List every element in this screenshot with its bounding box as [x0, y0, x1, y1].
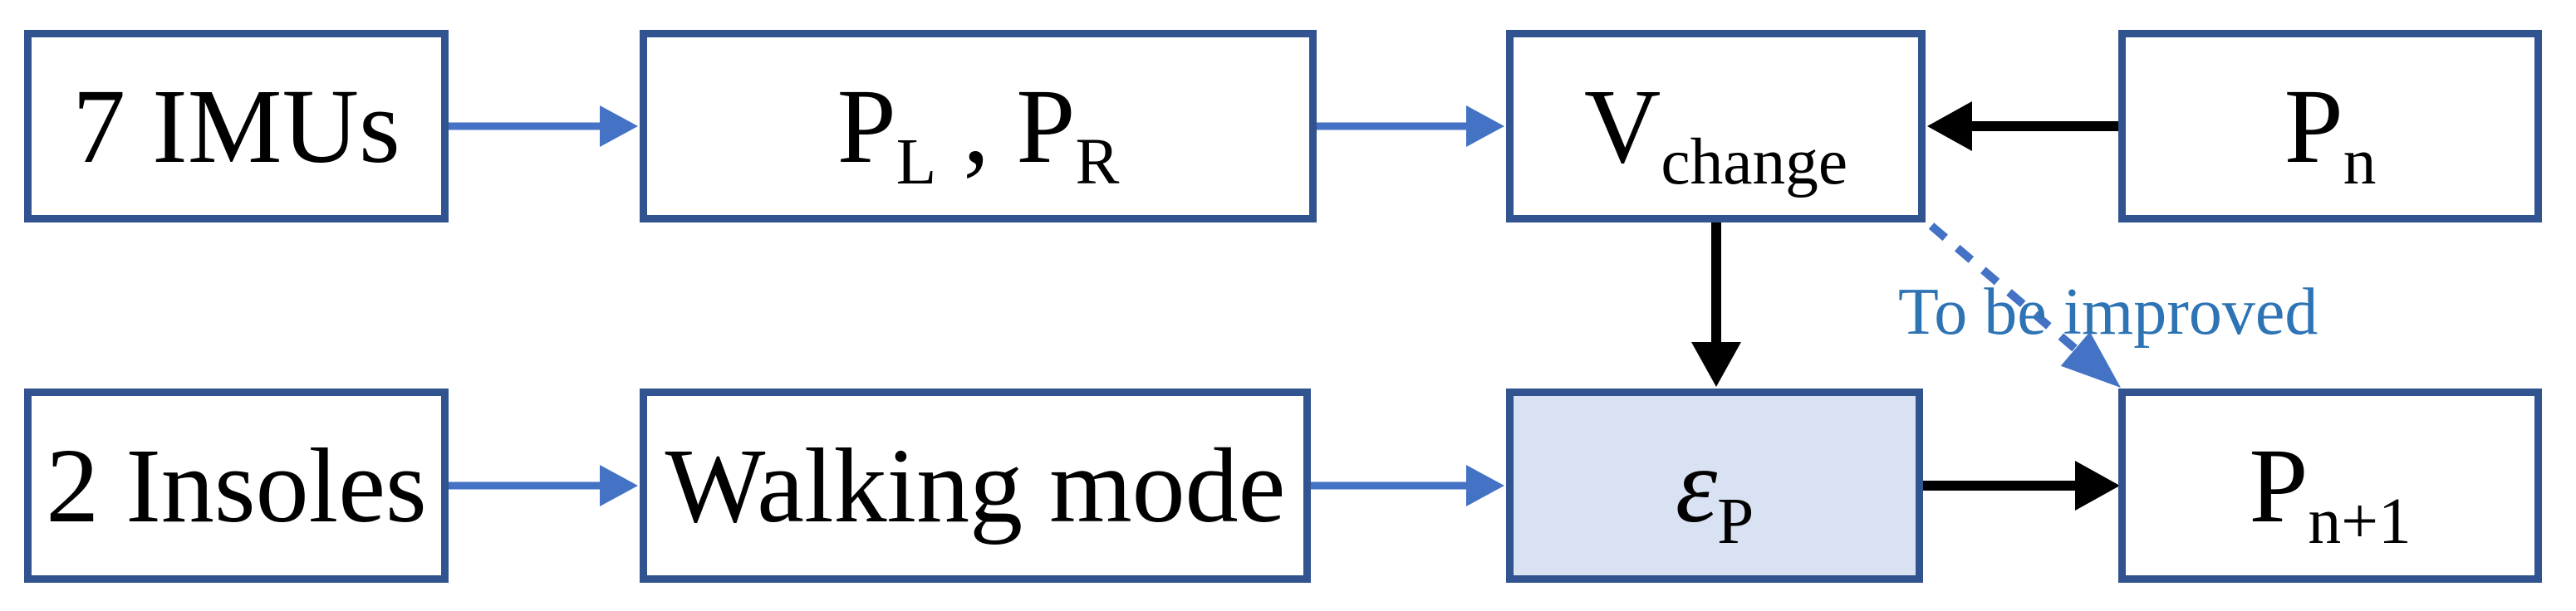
arrow-walking-to-ep — [1311, 465, 1504, 506]
box-pl-pr-label: PL , PR — [837, 73, 1120, 195]
box-v-change: Vchange — [1506, 30, 1926, 222]
arrow-pn-to-vchange — [1927, 101, 2120, 151]
arrow-plpr-to-vchange — [1317, 105, 1504, 147]
label-main: P — [2249, 427, 2309, 545]
box-p-n: Pn — [2118, 30, 2542, 222]
label-subscript: L — [895, 125, 937, 199]
box-v-change-label: Vchange — [1584, 73, 1847, 195]
box-walking-mode-label: Walking mode — [665, 427, 1286, 545]
box-epsilon-p: εP — [1506, 389, 1923, 583]
label-main: , — [936, 67, 1017, 185]
box-pl-pr: PL , PR — [640, 30, 1317, 222]
box-p-n-label: Pn — [2284, 73, 2377, 195]
label-subscript: P — [1717, 485, 1754, 559]
box-2-insoles: 2 Insoles — [24, 389, 449, 583]
arrow-insoles-to-walking — [449, 465, 638, 506]
box-walking-mode: Walking mode — [640, 389, 1311, 583]
arrow-imus-to-plpr — [449, 105, 638, 147]
label-subscript: change — [1661, 125, 1848, 199]
arrow-ep-to-pn1 — [1921, 461, 2120, 511]
arrow-vchange-to-ep — [1691, 221, 1741, 387]
box-7-imus: 7 IMUs — [24, 30, 449, 222]
label-subscript: R — [1075, 125, 1120, 199]
box-p-n-plus-1-label: Pn+1 — [2249, 433, 2411, 555]
label-subscript: n+1 — [2308, 485, 2412, 559]
label-subscript: n — [2343, 125, 2377, 199]
label-main: P — [1016, 67, 1076, 185]
label-main: P — [837, 67, 896, 185]
box-7-imus-label: 7 IMUs — [72, 67, 400, 185]
label-main: V — [1583, 67, 1661, 185]
box-epsilon-p-label: εP — [1676, 433, 1754, 555]
label-main: ε — [1675, 427, 1718, 545]
box-p-n-plus-1: Pn+1 — [2118, 389, 2542, 583]
annotation-to-be-improved: To be improved — [1898, 276, 2318, 349]
label-main: P — [2284, 67, 2343, 185]
box-2-insoles-label: 2 Insoles — [46, 427, 427, 545]
